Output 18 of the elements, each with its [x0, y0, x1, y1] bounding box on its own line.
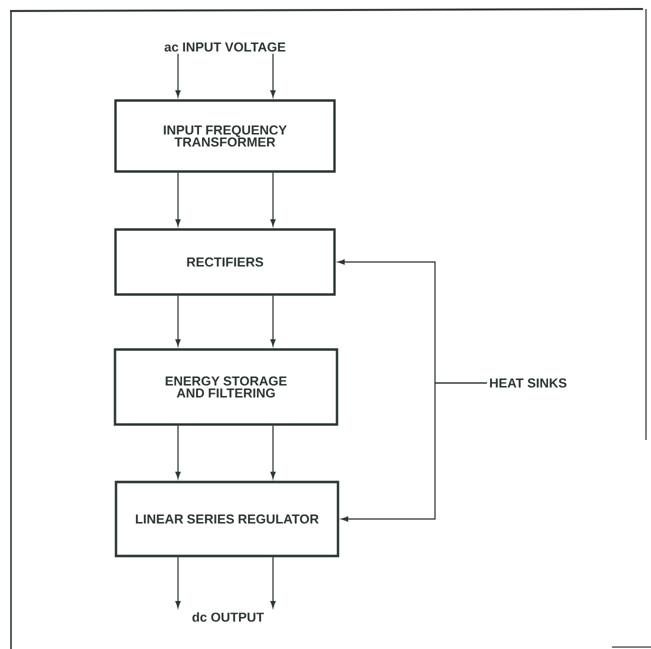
heat-sinks-label: HEAT SINKS: [490, 378, 566, 388]
output-label: dc OUTPUT: [192, 612, 264, 622]
process-box: RECTIFIERS: [114, 228, 336, 296]
arrow: [175, 54, 181, 98]
arrow: [175, 557, 181, 608]
arrow: [270, 426, 276, 479]
process-box: LINEAR SERIES REGULATOR: [114, 480, 340, 558]
arrow: [341, 382, 487, 522]
arrow: [175, 172, 181, 226]
arrow: [175, 296, 181, 346]
process-box: INPUT FREQUENCY TRANSFORMER: [114, 99, 336, 173]
input-label: ac INPUT VOLTAGE: [164, 42, 286, 52]
process-box: ENERGY STORAGE AND FILTERING: [114, 348, 338, 426]
arrow: [270, 54, 276, 98]
arrow: [270, 557, 276, 608]
arrow: [270, 296, 276, 346]
arrow: [270, 172, 276, 226]
arrow: [175, 426, 181, 479]
